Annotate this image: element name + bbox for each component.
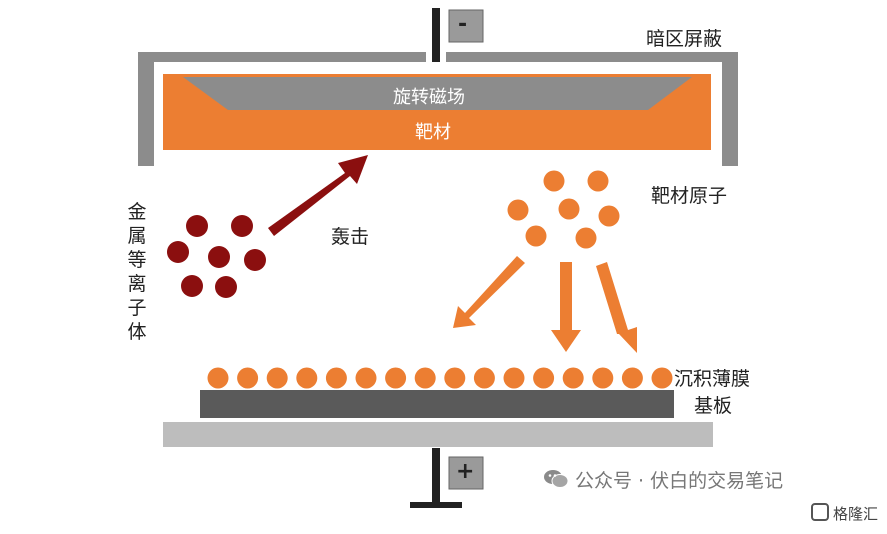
substrate-label: 基板 xyxy=(694,395,733,417)
target-atoms-label: 靶材原子 xyxy=(651,185,728,207)
target-atom xyxy=(525,225,547,247)
target-label: 靶材 xyxy=(415,122,451,143)
film-particle xyxy=(414,367,436,389)
plasma-ion xyxy=(186,215,208,237)
plasma-ion xyxy=(167,241,189,263)
plasma-label: 金属等离子体 xyxy=(127,201,147,343)
film-particle xyxy=(592,367,614,389)
film-particle xyxy=(473,367,495,389)
deposition-arrow-middle xyxy=(551,262,581,352)
plasma-ion xyxy=(244,249,266,271)
film-particle xyxy=(207,367,229,389)
watermark-brand: 格隆汇 xyxy=(833,505,879,523)
film-particle xyxy=(325,367,347,389)
bombard-label: 轰击 xyxy=(331,226,370,248)
substrate xyxy=(200,390,674,418)
dark-shield-label: 暗区屏蔽 xyxy=(646,28,723,50)
film-particle xyxy=(355,367,377,389)
substrate-base xyxy=(163,422,713,447)
plasma-ion xyxy=(181,275,203,297)
film-particle xyxy=(621,367,643,389)
anode-sign: + xyxy=(456,459,475,484)
brand-logo-icon xyxy=(811,503,829,521)
film-particle xyxy=(237,367,259,389)
film-particle xyxy=(444,367,466,389)
plasma-ion xyxy=(208,246,230,268)
film-particle xyxy=(296,367,318,389)
cathode-sign-box xyxy=(448,9,484,43)
film-particle xyxy=(503,367,525,389)
film-particle xyxy=(562,367,584,389)
bombard-arrow xyxy=(268,155,368,236)
wechat-icon xyxy=(543,469,569,489)
film-particle xyxy=(651,367,673,389)
anode-base xyxy=(410,502,462,508)
target-atom xyxy=(558,198,580,220)
plasma-ion xyxy=(231,215,253,237)
magnetic-field-block xyxy=(183,77,692,110)
film-particle xyxy=(385,367,407,389)
anode-wire xyxy=(432,448,440,506)
target-atom xyxy=(575,227,597,249)
cathode-wire xyxy=(432,8,440,62)
deposition-arrow-left xyxy=(453,256,525,328)
target-atom xyxy=(598,205,620,227)
film-particle xyxy=(266,367,288,389)
film-particle xyxy=(533,367,555,389)
plasma-ion xyxy=(215,276,237,298)
target-atom xyxy=(587,170,609,192)
cathode-sign: - xyxy=(458,12,468,37)
magnetic-field-label: 旋转磁场 xyxy=(393,87,465,108)
deposited-film-label: 沉积薄膜 xyxy=(674,368,751,390)
target-atom xyxy=(543,170,565,192)
anode-sign-box xyxy=(448,456,484,490)
deposition-arrow-right xyxy=(596,262,637,353)
watermark-text: 公众号 · 伏白的交易笔记 xyxy=(575,470,784,492)
target-atom xyxy=(507,199,529,221)
